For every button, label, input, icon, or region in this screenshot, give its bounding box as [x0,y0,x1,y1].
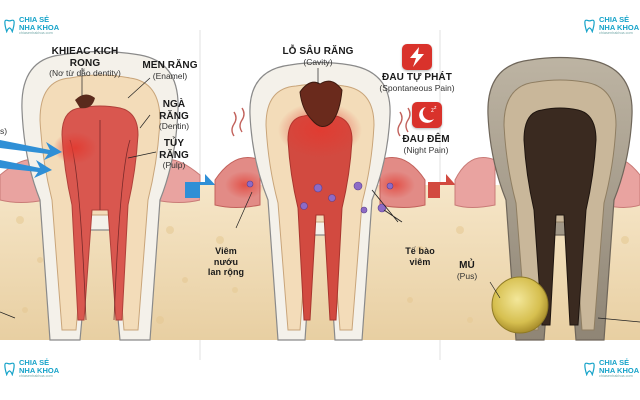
brand-line1: CHIA SẺ [599,358,630,367]
night-badge: z z [412,102,442,128]
label-cells: Tế bào viêm [398,228,442,285]
label-pulp-sub: (Pulp) [162,160,186,170]
label-pus-title: MỦ [459,260,475,271]
label-left-partial: s) [0,126,10,137]
label-spontaneous-sub: (Spontaneous Pain) [379,82,455,93]
label-crack: KHIEAC KICH RONG (Nơ từ dẫo dentity) [40,46,130,79]
label-enamel: MEN RĂNG (Enamel) [142,60,198,81]
svg-text:z: z [431,108,434,114]
label-enamel-sub: (Enamel) [152,70,188,81]
pus-abscess [491,276,549,334]
brand-line2: NHA KHOA [599,22,640,32]
brand-url: chiasenhakhoa.com [19,31,53,35]
label-dentin-sub: (Dentin) [158,121,190,131]
brand-line2: NHA KHOA [19,365,60,375]
lightning-icon [410,47,424,67]
brand-url: chiasenhakhoa.com [599,374,633,378]
tooth-logo-icon [584,362,595,376]
label-spontaneous-title: ĐAU TỰ PHÁT [382,72,452,83]
tooth-logo-icon [4,362,15,376]
leader-lines [0,68,501,319]
label-cavity-sub: (Cavity) [303,56,333,67]
label-cavity: LỖ SÂU RĂNG (Cavity) [278,46,358,67]
label-night-sub: (Night Pain) [403,144,449,155]
brand-line1: CHIA SẺ [599,15,630,24]
svg-text:z: z [434,105,437,111]
label-night: ĐAU ĐÊM (Night Pain) [398,134,454,155]
brand-url: chiasenhakhoa.com [599,31,633,35]
cold-stimulus-arrows [0,140,62,178]
panel2-tooth [200,61,440,341]
label-pus-sub: (Pus) [456,270,478,281]
label-pulp: TỦY RĂNG (Pulp) [148,138,200,171]
pain-lines [231,107,411,137]
label-gum-title: Viêm nướu lan rộng [207,246,245,278]
brand-line2: NHA KHOA [599,365,640,375]
label-night-title: ĐAU ĐÊM [402,134,450,145]
label-crack-sub: (Nơ từ dẫo dentity) [49,68,121,78]
brand-url: chiasenhakhoa.com [19,374,53,378]
panel1-tooth [0,50,201,341]
lightning-badge [402,44,432,70]
label-pus: MỦ (Pus) [452,260,482,281]
label-cells-title: Tế bào viêm [405,246,435,267]
brand-line1: CHIA SẺ [19,15,50,24]
label-crack-title: KHIEAC KICH RONG [51,46,119,69]
brand-line2: NHA KHOA [19,22,60,32]
tooth-logo-icon [4,19,15,33]
label-pulp-title: TỦY RĂNG [159,138,189,161]
label-dentin-title: NGÀ RĂNG [159,99,189,122]
label-gum: Viêm nướu lan rộng [204,228,248,296]
tooth-logo-icon [584,19,595,33]
panel3-tooth [440,56,640,341]
moon-zzz-icon: z z [419,105,437,123]
label-dentin: NGÀ RĂNG (Dentin) [148,99,200,132]
brand-line1: CHIA SẺ [19,358,50,367]
label-cavity-title: LỖ SÂU RĂNG [282,46,354,57]
label-spontaneous: ĐAU TỰ PHÁT (Spontaneous Pain) [376,72,458,93]
label-left-partial-text: s) [0,126,8,136]
label-enamel-title: MEN RĂNG [142,60,198,71]
